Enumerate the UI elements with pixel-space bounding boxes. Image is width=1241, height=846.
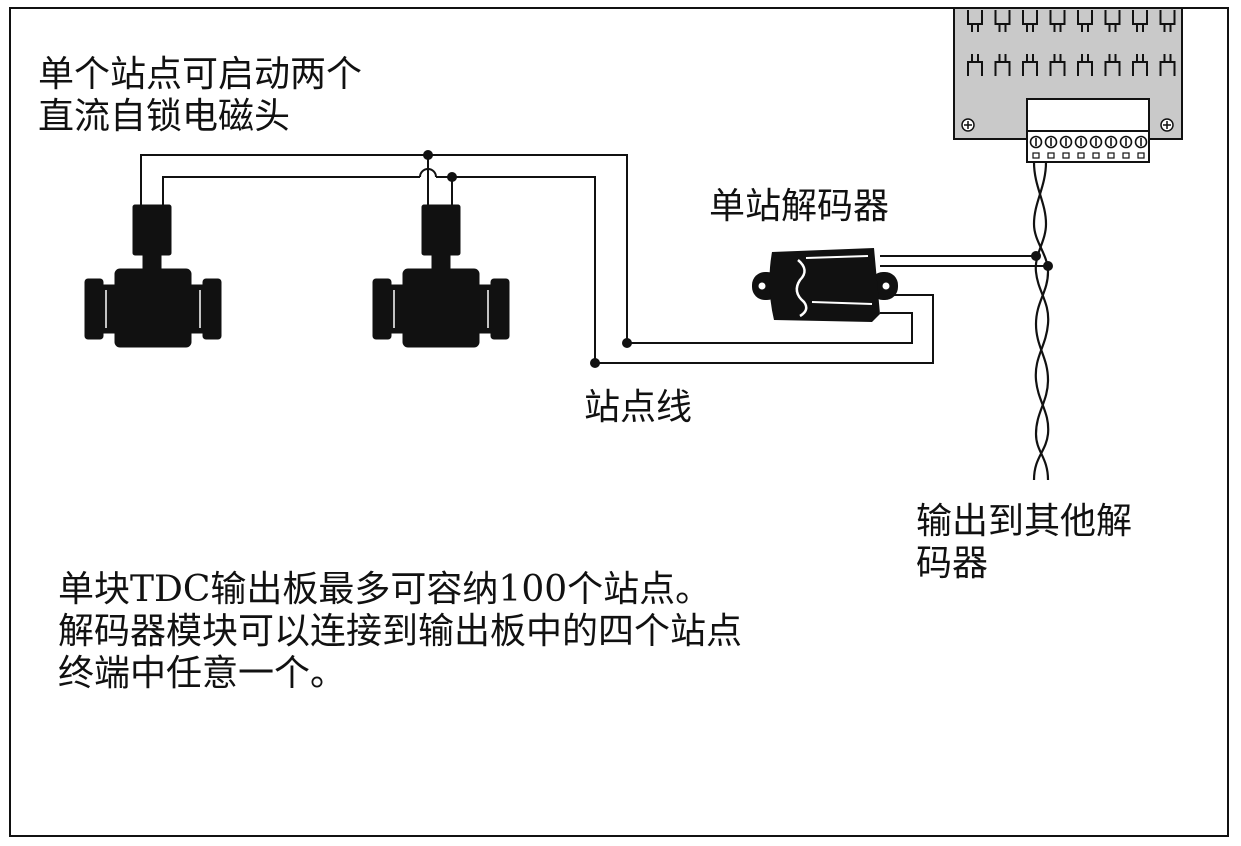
relay-slot <box>1022 10 1038 76</box>
terminal-screw-icon <box>1160 118 1174 132</box>
capacity-note-line-3: 终端中任意一个。 <box>58 653 347 694</box>
terminal-screw-icon <box>1089 135 1103 159</box>
decoder-label: 单站解码器 <box>709 186 890 227</box>
wiring-diagram <box>84 9 1183 481</box>
capacity-note-line-1: 单块TDC输出板最多可容纳100个站点。 <box>58 569 712 610</box>
station-line-label: 站点线 <box>584 387 693 428</box>
decoder-icon <box>752 248 898 322</box>
valve-icon <box>372 204 510 348</box>
wire-junctions <box>423 150 1053 368</box>
relay-row <box>967 10 1176 76</box>
terminal-screw-icon <box>1119 135 1133 159</box>
relay-slot <box>1132 10 1148 76</box>
relay-slot <box>1049 10 1066 76</box>
capacity-note: 单块TDC输出板最多可容纳100个站点。 解码器模块可以连接到输出板中的四个站点… <box>58 569 742 695</box>
valve-icon <box>84 204 222 348</box>
terminal-screw-icon <box>1104 135 1118 159</box>
relay-slot <box>1159 10 1176 76</box>
terminal-screw-icon <box>1134 135 1148 159</box>
terminal-screw-icon <box>961 118 975 132</box>
diagram-title: 单个站点可启动两个 直流自锁电磁头 <box>38 54 362 138</box>
diagram-frame: 单个站点可启动两个 直流自锁电磁头 单站解码器 站点线 输出到其他解 码器 单块… <box>9 7 1229 837</box>
relay-slot <box>967 10 983 76</box>
relay-slot <box>1104 10 1121 76</box>
twisted-pair-cable <box>1032 161 1050 481</box>
title-line-2: 直流自锁电磁头 <box>38 96 291 137</box>
terminal-screw-icon <box>1029 135 1043 159</box>
output-label: 输出到其他解 码器 <box>916 501 1132 585</box>
terminal-screw-icon <box>1074 135 1088 159</box>
relay-slot <box>994 10 1011 76</box>
terminal-strip <box>1029 135 1148 159</box>
output-label-line-2: 码器 <box>916 543 989 584</box>
station-wires <box>140 154 1048 364</box>
terminal-screw-icon <box>1044 135 1058 159</box>
title-line-1: 单个站点可启动两个 <box>38 54 363 95</box>
output-board-icon <box>953 9 1183 163</box>
terminal-screw-icon <box>1059 135 1073 159</box>
capacity-note-line-2: 解码器模块可以连接到输出板中的四个站点 <box>58 611 743 652</box>
output-label-line-1: 输出到其他解 <box>916 501 1133 542</box>
relay-slot <box>1077 10 1093 76</box>
